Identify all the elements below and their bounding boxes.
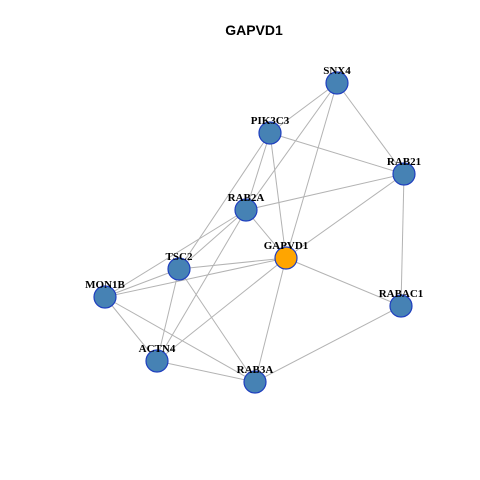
node-layer	[93, 71, 416, 394]
node-snx4	[325, 71, 349, 95]
edge-tsc2-rab3a	[178, 268, 256, 383]
edge-rab21-gapvd1	[285, 173, 405, 259]
node-gapvd1	[274, 246, 298, 270]
edge-rab2a-actn4	[156, 209, 247, 362]
node-label-rab2a: RAB2A	[228, 192, 265, 204]
edge-gapvd1-tsc2	[178, 257, 287, 270]
edge-gapvd1-mon1b	[104, 257, 287, 298]
node-label-pik3c3: PIK3C3	[251, 115, 290, 127]
node-rabac1	[389, 294, 413, 318]
edge-gapvd1-rab3a	[254, 257, 287, 383]
node-tsc2	[167, 257, 191, 281]
node-rab21	[392, 162, 416, 186]
node-label-rab21: RAB21	[387, 156, 421, 168]
edge-tsc2-actn4	[156, 268, 180, 362]
edge-snx4-rab2a	[245, 82, 338, 211]
edge-snx4-gapvd1	[285, 82, 338, 259]
node-label-gapvd1: GAPVD1	[264, 240, 309, 252]
edge-snx4-pik3c3	[269, 82, 338, 134]
graph-title: GAPVD1	[225, 22, 283, 38]
edge-pik3c3-rab21	[269, 132, 405, 175]
edge-snx4-rab21	[336, 82, 405, 175]
edge-gapvd1-actn4	[156, 257, 287, 362]
node-label-tsc2: TSC2	[166, 251, 193, 263]
node-mon1b	[93, 285, 117, 309]
edge-mon1b-rab3a	[104, 296, 256, 383]
edge-pik3c3-gapvd1	[269, 132, 287, 259]
edge-mon1b-actn4	[104, 296, 158, 362]
edge-tsc2-mon1b	[104, 268, 180, 298]
edge-pik3c3-rab2a	[245, 132, 271, 211]
edge-gapvd1-rabac1	[285, 257, 402, 307]
edge-pik3c3-tsc2	[178, 132, 271, 270]
edge-actn4-rab3a	[156, 360, 256, 383]
node-label-actn4: ACTN4	[139, 343, 176, 355]
edge-rab21-rab2a	[245, 173, 405, 211]
node-label-snx4: SNX4	[323, 65, 351, 77]
node-pik3c3	[258, 121, 282, 145]
edge-rab2a-mon1b	[104, 209, 247, 298]
edge-rab2a-tsc2	[178, 209, 247, 270]
node-label-rab3a: RAB3A	[237, 364, 274, 376]
node-label-mon1b: MON1B	[85, 279, 125, 291]
edge-rab21-rabac1	[400, 173, 405, 307]
node-rab3a	[243, 370, 267, 394]
node-actn4	[145, 349, 169, 373]
node-label-rabac1: RABAC1	[379, 288, 424, 300]
edge-rabac1-rab3a	[254, 305, 402, 383]
node-rab2a	[234, 198, 258, 222]
